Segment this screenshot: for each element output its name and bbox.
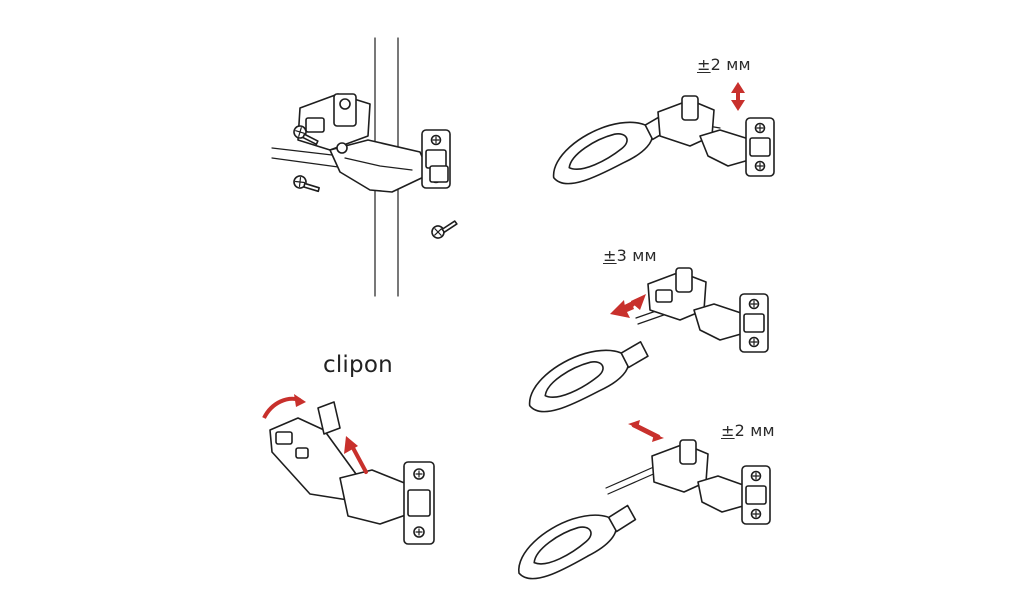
vertical-arrow-icon [731,82,745,111]
screw-icon [291,170,321,199]
panel-adjust-side [506,420,771,587]
cup-plate [745,117,775,177]
push-arrow-icon [350,444,368,474]
panel-mounting [271,37,459,297]
clipon-label: clipon [323,352,393,378]
panel-clipon [262,394,435,545]
adjustment-value: 2 мм [710,55,751,74]
panel-adjust-depth [518,267,769,419]
screw-icon [429,214,459,244]
depth-adjustment-label: ±3 мм [603,246,657,265]
plus-minus-sign: ± [721,421,735,440]
vertical-adjustment-label: ±2 мм [697,55,751,74]
side-adjustment-label: ±2 мм [721,421,775,440]
cup-plate [739,293,769,353]
cup-plate [403,461,435,545]
panel-adjust-vertical [542,82,775,191]
rotate-arrow-icon [262,396,301,419]
plus-minus-sign: ± [697,55,711,74]
adjustment-value: 2 мм [734,421,775,440]
screwdriver-icon [506,496,644,587]
screwdriver-icon [518,332,656,419]
cup-plate [741,465,771,525]
depth-arrow-icon [610,294,646,318]
plus-minus-sign: ± [603,246,617,265]
side-arrow-icon [628,420,664,442]
adjustment-value: 3 мм [616,246,657,265]
